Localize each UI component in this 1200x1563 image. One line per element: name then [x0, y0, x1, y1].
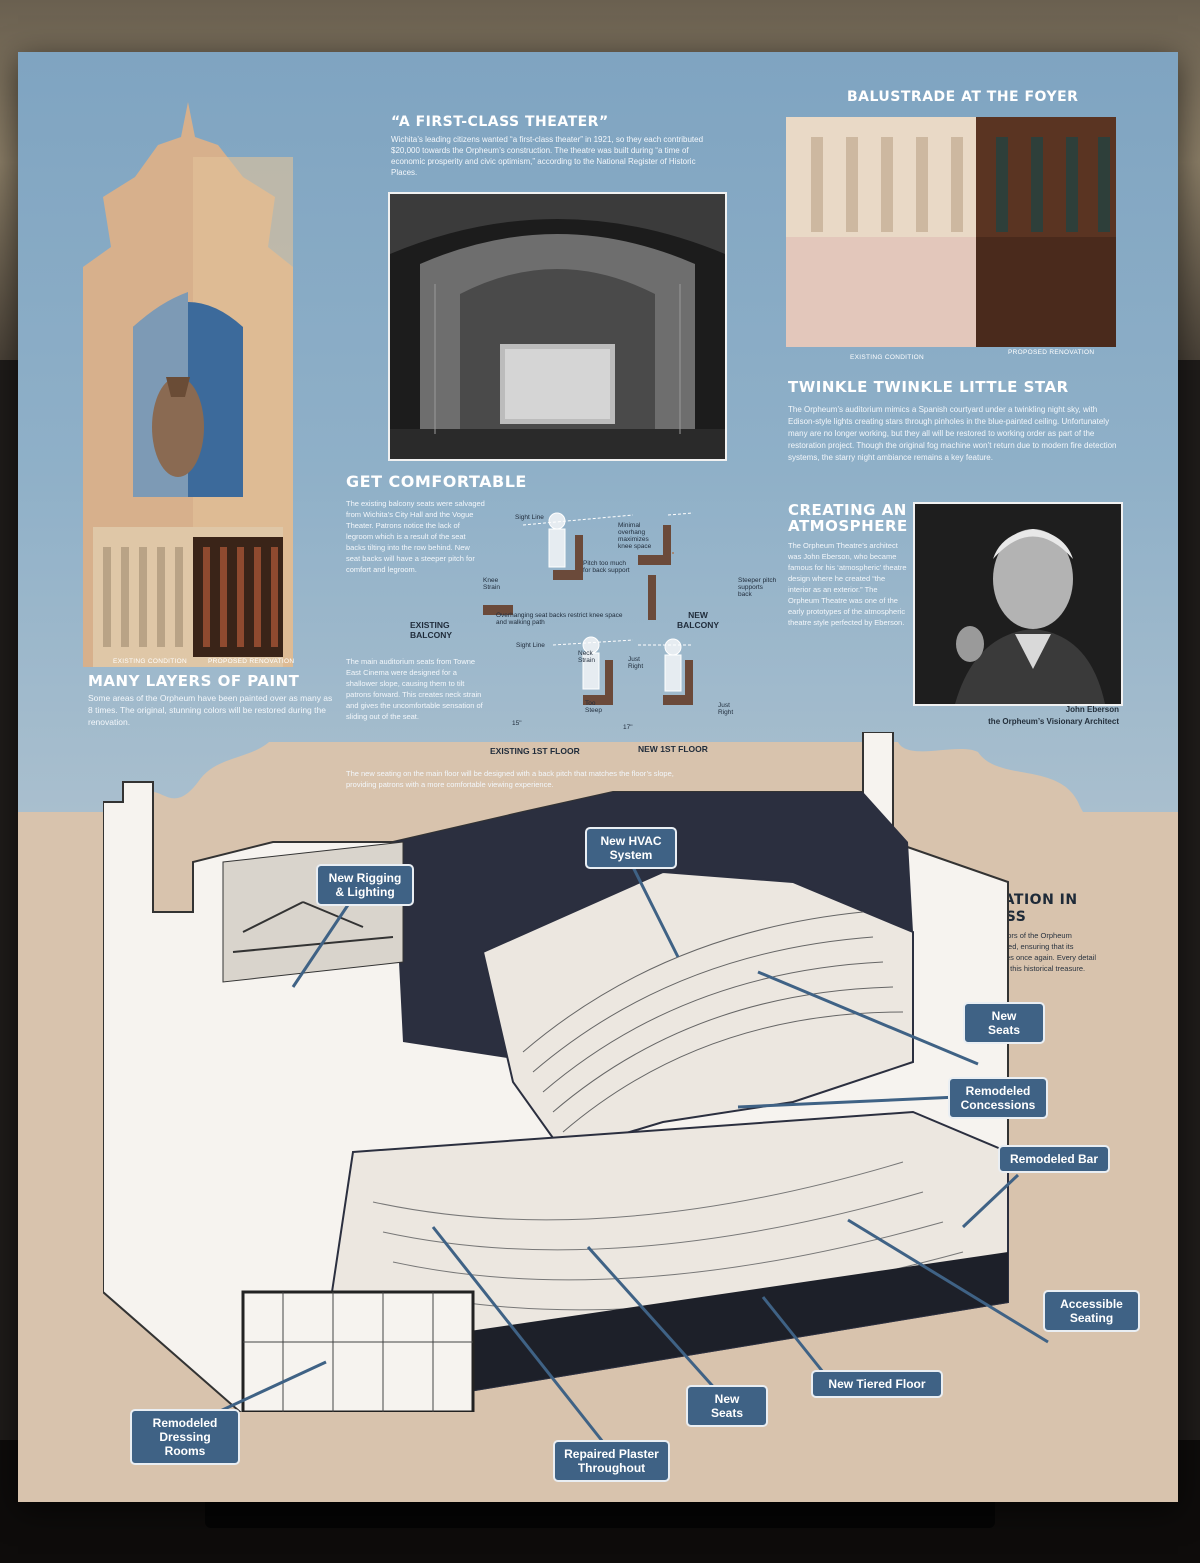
twinkle-title: TWINKLE TWINKLE LITTLE STAR: [788, 378, 1069, 396]
callout-leader-lines: [217, 856, 1049, 1443]
balustrade-photo: [786, 117, 1116, 347]
callout-dressing-rooms: Remodeled Dressing Rooms: [130, 1409, 240, 1465]
twinkle-body: The Orpheum’s auditorium mimics a Spanis…: [788, 405, 1117, 462]
callout-concessions: Remodeled Concessions: [948, 1077, 1048, 1119]
niche-proposed-caption: PROPOSED RENOVATION: [208, 658, 295, 665]
callout-accessible: Accessible Seating: [1043, 1290, 1140, 1332]
dimension-17: 17": [623, 724, 633, 731]
paint-body: Some areas of the Orpheum have been pain…: [88, 693, 333, 727]
ornate-niche-photo: [83, 102, 293, 667]
existing-1st-floor-label: EXISTING 1ST FLOOR: [490, 746, 580, 756]
callout-new-seats-upper: New Seats: [963, 1002, 1045, 1044]
steeper-pitch-label: Steeper pitch supports back: [738, 577, 777, 598]
first-class-body: Wichita’s leading citizens wanted “a fir…: [391, 135, 704, 177]
seat-comparison-diagrams: [483, 512, 693, 705]
callout-bar: Remodeled Bar: [998, 1145, 1110, 1173]
callout-rigging: New Rigging & Lighting: [316, 864, 414, 906]
paint-title: MANY LAYERS OF PAINT: [88, 672, 300, 690]
atmosphere-body: The Orpheum Theatre’s architect was John…: [788, 541, 907, 627]
comfortable-body-1: The existing balcony seats were salvaged…: [346, 499, 485, 574]
niche-existing-caption: EXISTING CONDITION: [113, 658, 188, 665]
callout-tiered-floor: New Tiered Floor: [811, 1370, 943, 1398]
john-eberson-portrait: [913, 502, 1123, 706]
callout-new-seats-lower: New Seats: [686, 1385, 768, 1427]
balustrade-title: BALUSTRADE AT THE FOYER: [847, 89, 1079, 105]
too-steep-label: Too Steep: [585, 700, 602, 714]
overhang-label: Overhanging seat backs restrict knee spa…: [496, 612, 623, 626]
just-right-label-2: Just Right: [718, 702, 734, 716]
pitch-too-much-label: Pitch too much for back support: [583, 560, 630, 574]
new-balcony-label: NEW BALCONY: [676, 610, 720, 630]
portrait-caption-role: the Orpheum’s Visionary Architect: [988, 717, 1119, 726]
comfortable-title: GET COMFORTABLE: [346, 472, 527, 491]
historic-theater-interior-photo: [388, 192, 727, 461]
neck-strain-label: Neck Strain: [578, 650, 595, 664]
sight-line-label: Sight Line: [515, 514, 544, 521]
knee-strain-label: Knee Strain: [483, 577, 500, 591]
theater-cutaway-illustration: [103, 732, 1009, 1412]
comfortable-body-3: The new seating on the main floor will b…: [346, 769, 674, 789]
minimal-overhang-label: Minimal overhang maximizes knee space: [618, 522, 652, 550]
just-right-label-1: Just Right: [628, 656, 644, 670]
portrait-caption-name: John Eberson: [1065, 705, 1119, 714]
sight-line-label-2: Sight Line: [516, 642, 545, 649]
callout-plaster: Repaired Plaster Throughout: [553, 1440, 670, 1482]
first-class-title: “A FIRST-CLASS THEATER”: [391, 114, 609, 130]
balustrade-proposed-caption: PROPOSED RENOVATION: [1008, 349, 1095, 356]
dimension-15: 15": [512, 720, 522, 727]
atmosphere-title: CREATING AN ATMOSPHERE: [788, 501, 908, 535]
new-1st-floor-label: NEW 1ST FLOOR: [638, 744, 708, 754]
comfortable-body-2: The main auditorium seats from Towne Eas…: [346, 657, 483, 721]
exhibit-poster: EXISTING CONDITION PROPOSED RENOVATION M…: [18, 52, 1178, 1502]
existing-balcony-label: EXISTING BALCONY: [410, 620, 453, 640]
callout-hvac: New HVAC System: [585, 827, 677, 869]
balustrade-existing-caption: EXISTING CONDITION: [850, 354, 925, 361]
